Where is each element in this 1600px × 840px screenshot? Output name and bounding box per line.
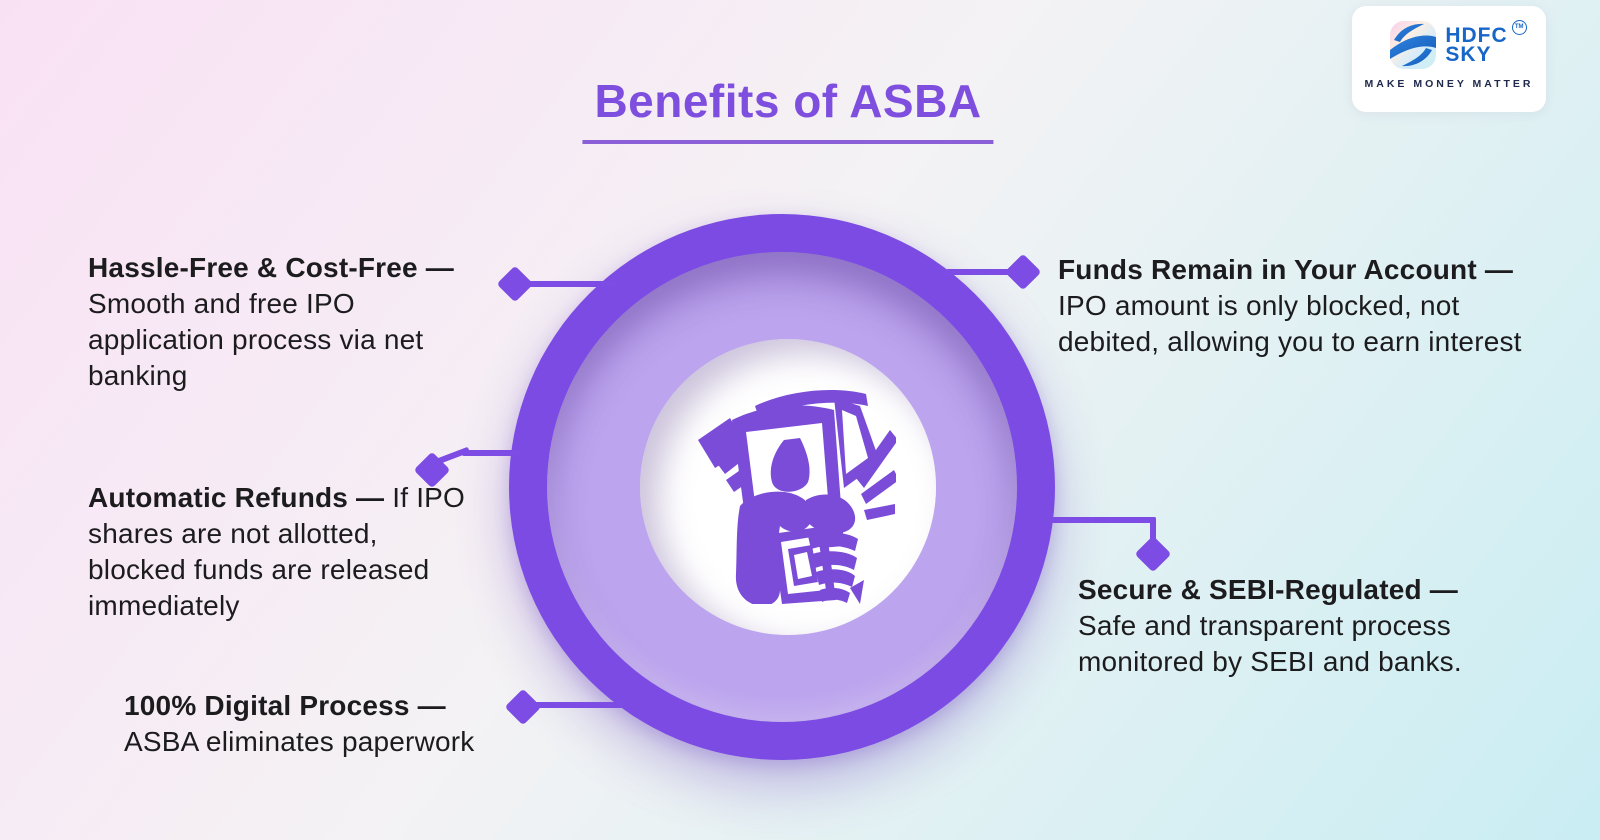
connector-line [1050, 517, 1156, 523]
benefit-body: If IPO shares are not allotted, blocked … [88, 482, 466, 621]
benefit-body: Safe and transparent process monitored b… [1078, 610, 1462, 677]
benefit-middle-left: Automatic Refunds — If IPO shares are no… [88, 480, 480, 624]
connector-line [946, 269, 1026, 275]
brand-tagline: MAKE MONEY MATTER [1364, 78, 1534, 90]
brand-line1: HDFC [1445, 24, 1508, 47]
diamond-icon [1134, 535, 1172, 573]
trademark-symbol: TM [1511, 20, 1527, 35]
hdfc-sky-logo-icon [1390, 21, 1437, 69]
brand-line2: SKY [1445, 43, 1492, 66]
connector-line [515, 281, 617, 287]
benefit-body: ASBA eliminates paperwork [124, 726, 475, 757]
connector-line [1150, 517, 1156, 547]
benefit-heading: Automatic Refunds — [88, 482, 385, 513]
benefit-heading: Secure & SEBI-Regulated — [1078, 574, 1458, 605]
benefit-heading: 100% Digital Process — [124, 690, 446, 721]
benefit-body: IPO amount is only blocked, not debited,… [1058, 290, 1522, 357]
benefit-heading: Funds Remain in Your Account — [1058, 254, 1514, 285]
benefit-body: Smooth and free IPO application process … [88, 288, 424, 391]
page-title: Benefits of ASBA [582, 74, 994, 144]
benefit-top-left: Hassle-Free & Cost-Free — Smooth and fre… [88, 250, 486, 394]
connector-line [462, 450, 520, 456]
benefit-bottom-right: Secure & SEBI-Regulated — Safe and trans… [1078, 572, 1498, 680]
benefit-heading: Hassle-Free & Cost-Free — [88, 252, 455, 283]
money-in-fist-icon [698, 390, 896, 604]
benefit-top-right: Funds Remain in Your Account — IPO amoun… [1058, 252, 1528, 360]
benefit-bottom-left: 100% Digital Process — ASBA eliminates p… [124, 688, 524, 760]
connector-line [523, 702, 623, 708]
diamond-icon [1004, 253, 1042, 291]
